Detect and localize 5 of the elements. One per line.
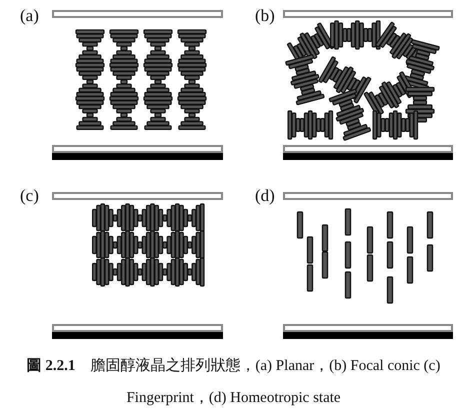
panel-label: (a) <box>20 7 39 25</box>
panel-label: (b) <box>255 7 275 25</box>
figure-caption: 圖 2.2.1 膽固醇液晶之排列狀態，(a) Planar，(b) Focal conic (c) Fingerprint，(d) Homeotropic state <box>26 356 442 408</box>
panel-label: (c) <box>20 187 39 205</box>
panel-label: (d) <box>255 187 275 205</box>
